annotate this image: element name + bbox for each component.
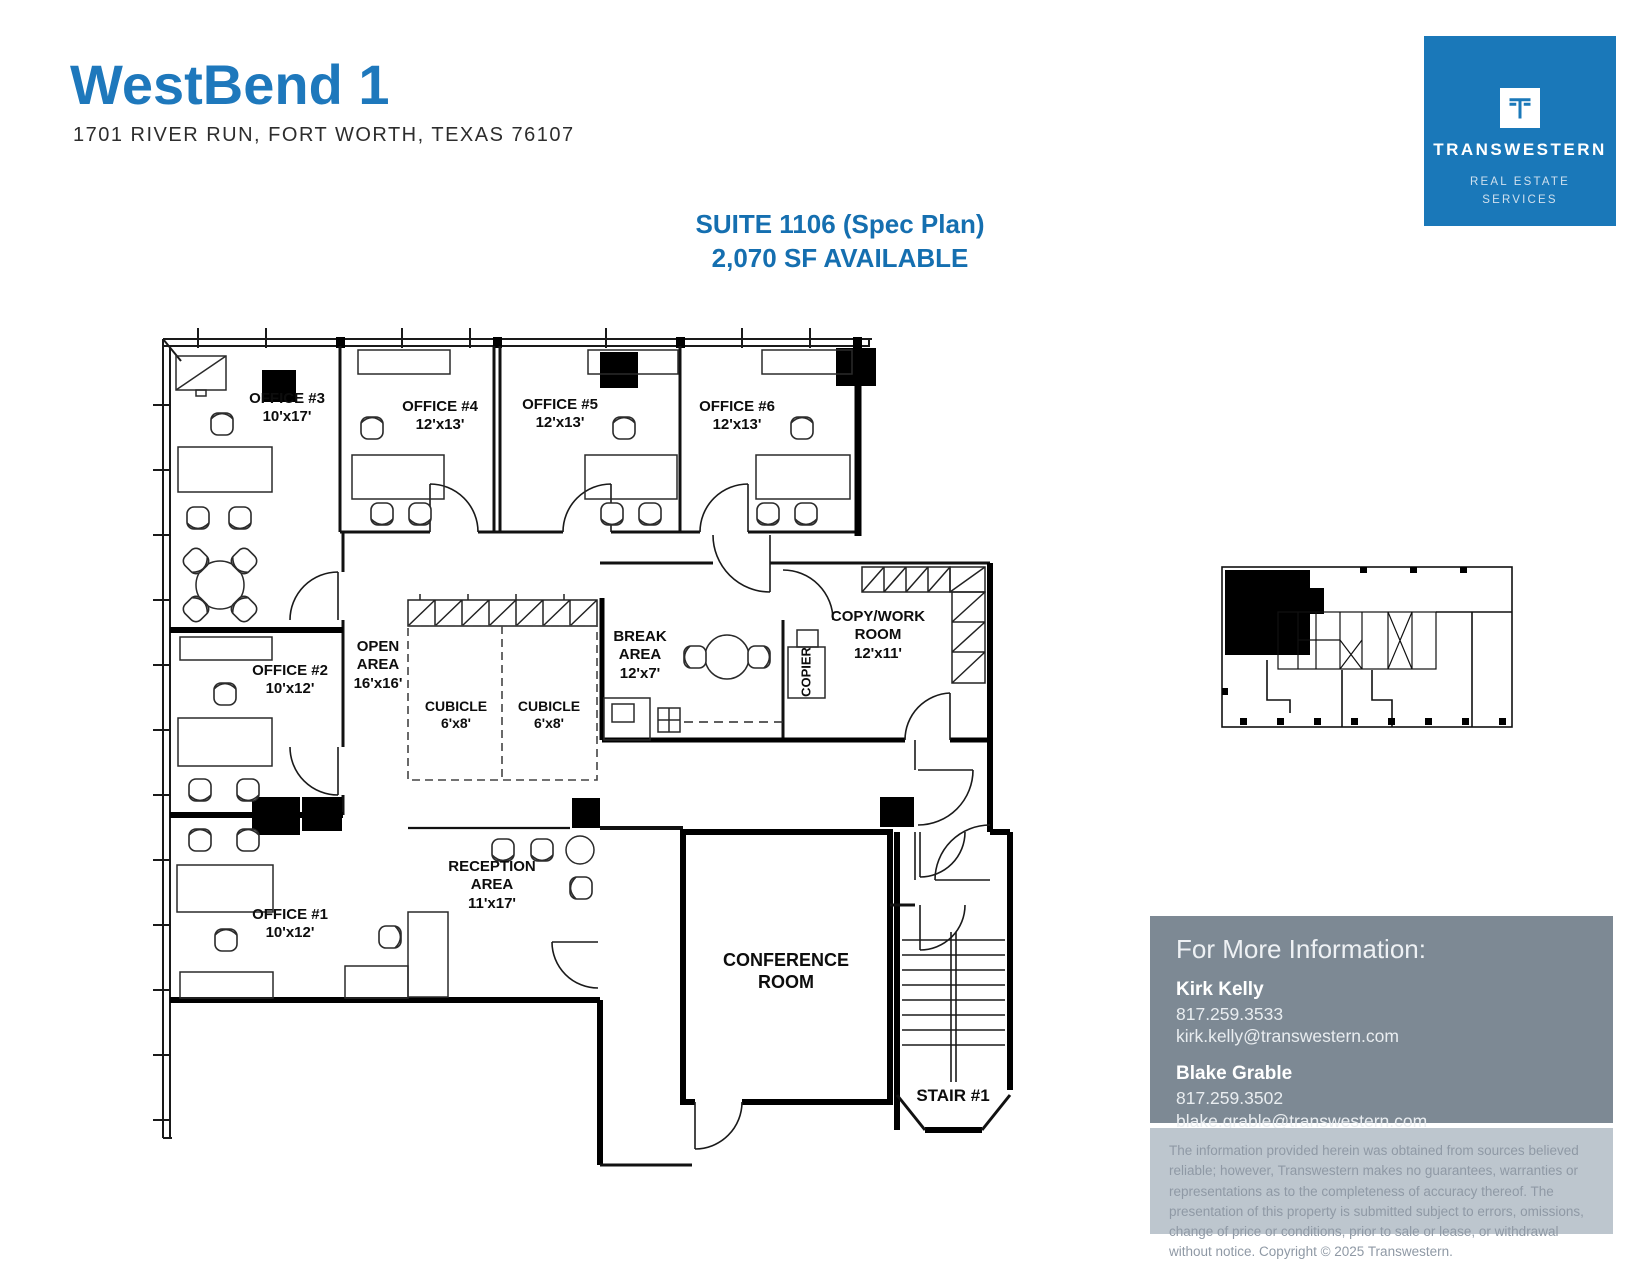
- logo-tagline-line2: SERVICES: [1482, 193, 1558, 206]
- room-label-reception: RECEPTION AREA 11'x17': [448, 858, 536, 912]
- room-label-break-area: BREAK AREA 12'x7': [613, 628, 667, 682]
- transwestern-logo: TRANSWESTERN REAL ESTATE SERVICES: [1424, 36, 1616, 226]
- room-label-copy-work-room: COPY/WORK ROOM 12'x11': [830, 608, 926, 662]
- room-label-stair: STAIR #1: [916, 1086, 990, 1105]
- room-label-office1: OFFICE #1 10'x12': [252, 906, 328, 942]
- agent-1: Kirk Kelly 817.259.3533 kirk.kelly@trans…: [1176, 977, 1587, 1048]
- t-glyph-icon: [1509, 98, 1531, 119]
- logo-tagline: REAL ESTATE SERVICES: [1470, 174, 1570, 210]
- agent-2-email[interactable]: blake.grable@transwestern.com: [1176, 1110, 1428, 1131]
- room-label-office3: OFFICE #3 10'x17': [249, 390, 325, 426]
- copier-label: COPIER: [798, 647, 814, 697]
- room-label-cubicle-2: CUBICLE 6'x8': [517, 698, 581, 732]
- room-label-open-area: OPEN AREA 16'x16': [353, 638, 403, 692]
- room-label-office4: OFFICE #4 12'x13': [402, 398, 478, 434]
- room-label-conference: CONFERENCE ROOM: [722, 950, 849, 992]
- room-label-cubicle-1: CUBICLE 6'x8': [424, 698, 488, 732]
- agent-1-name: Kirk Kelly: [1176, 979, 1264, 1000]
- room-label-office2: OFFICE #2 10'x12': [252, 662, 328, 698]
- suite-heading-line1: SUITE 1106 (Spec Plan): [695, 209, 985, 239]
- contact-heading: For More Information:: [1176, 934, 1426, 964]
- room-label-office5: OFFICE #5 12'x13': [522, 396, 598, 432]
- disclaimer-text: The information provided herein was obta…: [1150, 1128, 1613, 1259]
- logo-tagline-line1: REAL ESTATE: [1469, 176, 1571, 188]
- room-label-office6: OFFICE #6 12'x13': [699, 398, 775, 434]
- transwestern-t-icon: [1500, 88, 1540, 128]
- property-title: WestBend 1: [70, 53, 390, 116]
- property-address: 1701 RIVER RUN, FORT WORTH, TEXAS 76107: [73, 124, 575, 146]
- suite-heading-line2: 2,070 SF AVAILABLE: [711, 242, 969, 273]
- agent-2-name: Blake Grable: [1176, 1063, 1293, 1085]
- contact-panel: For More Information: Kirk Kelly 817.259…: [1150, 916, 1613, 1131]
- agent-1-email[interactable]: kirk.kelly@transwestern.com: [1176, 1026, 1399, 1047]
- agent-1-phone: 817.259.3533: [1176, 1003, 1284, 1024]
- agent-2: Blake Grable 817.259.3502 blake.grable@t…: [1176, 1061, 1587, 1132]
- logo-brand-text: TRANSWESTERN: [1433, 140, 1607, 159]
- agent-2-phone: 817.259.3502: [1176, 1087, 1284, 1108]
- suite-heading: SUITE 1106 (Spec Plan) 2,070 SF AVAILABL…: [560, 208, 1120, 276]
